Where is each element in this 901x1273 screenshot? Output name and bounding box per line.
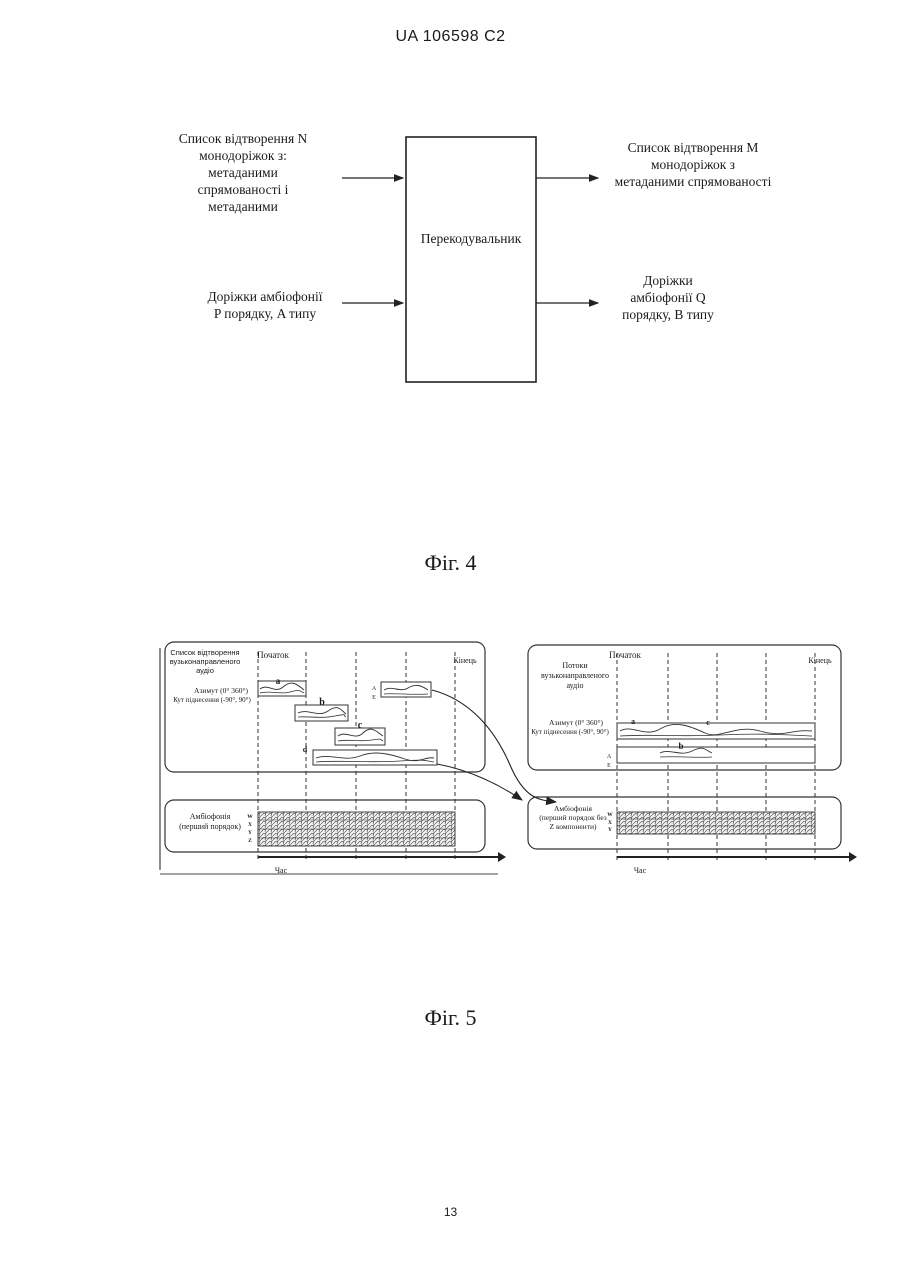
connector-arrow-upper (432, 690, 556, 802)
left-time-label: Час (266, 862, 296, 879)
right-track-c-label: c (703, 714, 713, 731)
right-azimuth-label: Азимут (0° 360°) (536, 718, 616, 727)
left-start-label: Початок (248, 647, 298, 664)
left-track-a-label: a (273, 673, 283, 690)
right-axis-e: E (605, 758, 613, 775)
left-track-c-label: c (355, 717, 365, 734)
right-time-label: Час (625, 862, 655, 879)
right-panel-title: Потоки вузьконаправленого аудіо (535, 661, 615, 691)
fig5-caption: Фіг. 5 (0, 1005, 901, 1031)
right-channel-labels: W X Y (605, 812, 615, 835)
right-track-b-box (617, 747, 815, 763)
left-ambisonics-label: Амбіофонія (перший порядок) (168, 812, 252, 832)
right-track-ac-box (617, 723, 815, 739)
right-ambisonics-band (617, 812, 815, 834)
connector-arrow-lower (437, 764, 522, 800)
left-track-b-label: b (317, 694, 327, 711)
right-elevation-label: Кут піднесення (-90°, 90°) (524, 728, 616, 737)
left-track-top-right-box (381, 682, 431, 697)
right-track-b-label: b (676, 738, 686, 755)
right-track-a-label: a (628, 713, 638, 730)
left-panel-title: Список відтворення вузьконаправленого ау… (166, 648, 244, 675)
left-channel-labels: W X Y Z (245, 813, 255, 845)
right-end-label: Кінець (800, 652, 840, 669)
left-end-label: Кінець (445, 652, 485, 669)
left-track-d-box (313, 750, 437, 765)
left-elevation-label: Кут піднесення (-90°, 90°) (166, 696, 258, 705)
left-axis-e: E (370, 690, 378, 707)
left-track-d-label: d (300, 741, 310, 758)
left-azimuth-label: Азимут (0° 360°) (180, 686, 262, 695)
page-number: 13 (0, 1205, 901, 1219)
